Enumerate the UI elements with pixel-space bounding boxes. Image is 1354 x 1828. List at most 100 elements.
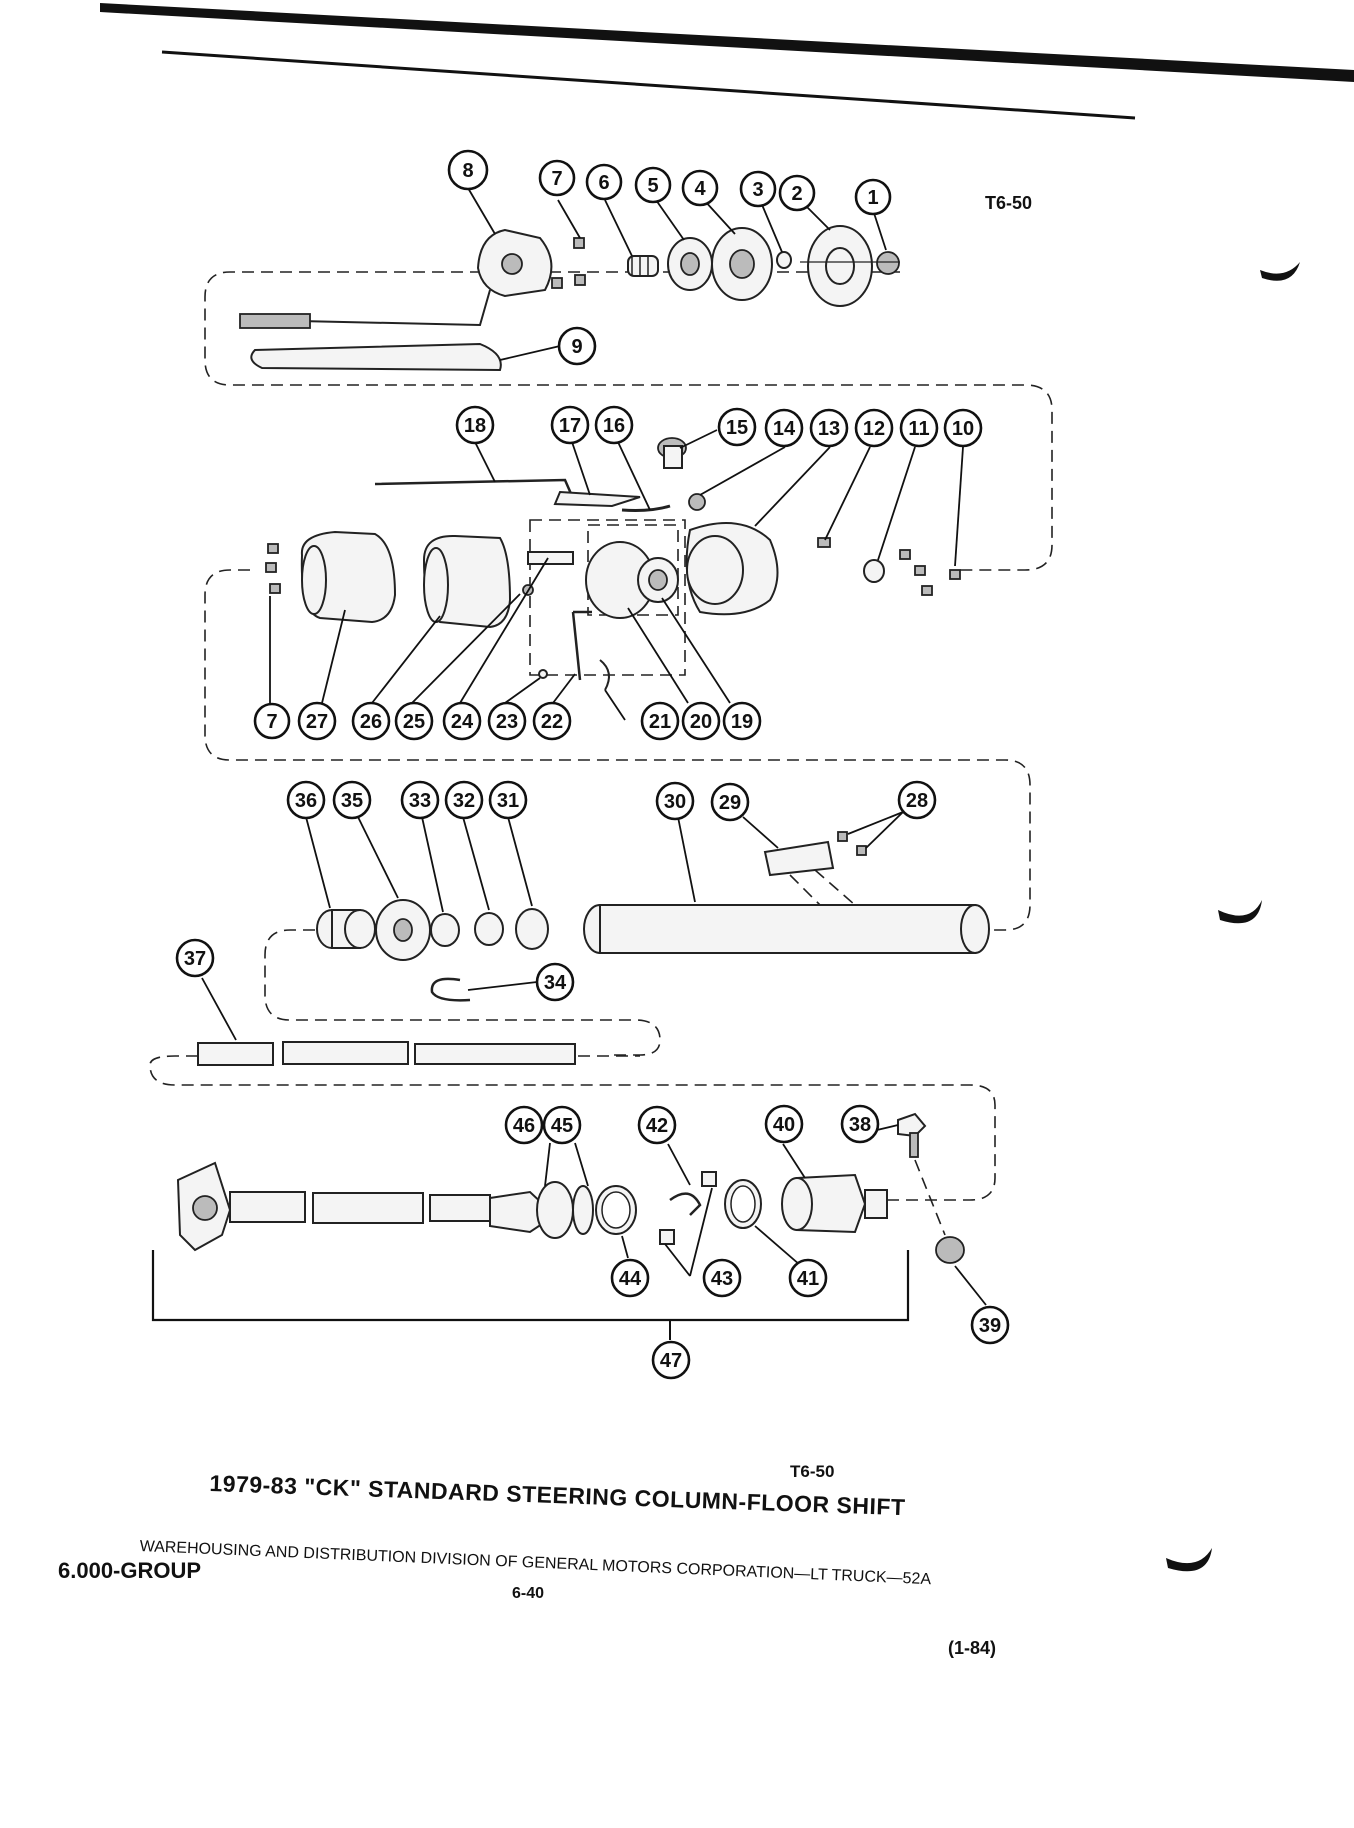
callout-34: 34 xyxy=(535,962,575,1002)
svg-text:33: 33 xyxy=(409,790,431,812)
callout-1: 1 xyxy=(854,178,892,216)
callout-12: 12 xyxy=(854,408,894,448)
callout-44: 44 xyxy=(610,1258,650,1298)
callout-40: 40 xyxy=(764,1104,804,1144)
svg-text:47: 47 xyxy=(660,1350,682,1372)
row-4-parts xyxy=(151,1112,965,1340)
footer-page-number: 6-40 xyxy=(512,1585,545,1602)
callout-26: 26 xyxy=(351,701,391,741)
callout-20: 20 xyxy=(681,701,721,741)
callout-6: 6 xyxy=(585,163,623,201)
svg-text:20: 20 xyxy=(690,711,712,733)
callout-7: 7 xyxy=(538,159,576,197)
callout-43: 43 xyxy=(702,1258,742,1298)
svg-text:17: 17 xyxy=(559,415,581,437)
svg-text:26: 26 xyxy=(360,711,382,733)
svg-text:11: 11 xyxy=(908,418,929,440)
svg-text:45: 45 xyxy=(551,1115,573,1137)
svg-text:4: 4 xyxy=(694,178,706,200)
callout-9: 9 xyxy=(557,326,597,366)
svg-text:24: 24 xyxy=(451,711,474,733)
svg-text:23: 23 xyxy=(496,711,518,733)
callout-15: 15 xyxy=(717,407,757,447)
callout-3: 3 xyxy=(739,170,777,208)
svg-text:36: 36 xyxy=(295,790,317,812)
row-1-parts xyxy=(204,225,1053,571)
callout-23: 23 xyxy=(487,701,527,741)
svg-text:15: 15 xyxy=(726,417,748,439)
svg-text:10: 10 xyxy=(952,418,974,440)
callout-31: 31 xyxy=(488,780,528,820)
callout-45: 45 xyxy=(542,1105,582,1145)
svg-text:32: 32 xyxy=(453,790,475,812)
leader-lines xyxy=(201,187,987,1306)
svg-text:41: 41 xyxy=(797,1268,819,1290)
header-rules xyxy=(100,3,1354,120)
svg-text:34: 34 xyxy=(544,972,567,994)
callout-25: 25 xyxy=(394,701,434,741)
svg-text:28: 28 xyxy=(906,790,928,812)
callout-27: 27 xyxy=(297,701,337,741)
svg-text:8: 8 xyxy=(462,160,473,182)
callout-47: 47 xyxy=(651,1340,691,1380)
svg-text:7: 7 xyxy=(266,711,277,733)
svg-text:18: 18 xyxy=(464,415,486,437)
svg-text:30: 30 xyxy=(664,791,686,813)
callout-21: 21 xyxy=(640,701,680,741)
svg-text:19: 19 xyxy=(731,711,753,733)
svg-text:43: 43 xyxy=(711,1268,733,1290)
row-3-parts xyxy=(149,831,996,1201)
callout-4: 4 xyxy=(681,169,719,207)
callout-14: 14 xyxy=(764,408,804,448)
svg-text:40: 40 xyxy=(773,1114,795,1136)
callout-2: 2 xyxy=(778,174,816,212)
callout-11: 11 xyxy=(899,408,939,448)
callout-39: 39 xyxy=(970,1305,1010,1345)
callout-16: 16 xyxy=(594,405,634,445)
callout-36: 36 xyxy=(286,780,326,820)
footer-group: 6.000-GROUP xyxy=(58,1558,202,1583)
svg-text:3: 3 xyxy=(752,179,763,201)
callout-5: 5 xyxy=(634,166,672,204)
figure-code-top: T6-50 xyxy=(985,193,1033,213)
callout-18: 18 xyxy=(455,405,495,445)
svg-text:9: 9 xyxy=(571,336,582,358)
callout-22: 22 xyxy=(532,701,572,741)
footer-date: (1-84) xyxy=(948,1638,997,1658)
svg-text:16: 16 xyxy=(603,415,625,437)
callout-42: 42 xyxy=(637,1105,677,1145)
callout-24: 24 xyxy=(442,701,482,741)
callout-29: 29 xyxy=(710,782,750,822)
svg-text:21: 21 xyxy=(649,711,671,733)
svg-text:7: 7 xyxy=(551,168,562,190)
svg-text:25: 25 xyxy=(403,711,425,733)
callout-19: 19 xyxy=(722,701,762,741)
svg-text:42: 42 xyxy=(646,1115,668,1137)
svg-text:12: 12 xyxy=(863,418,885,440)
svg-text:44: 44 xyxy=(619,1268,642,1290)
svg-text:31: 31 xyxy=(497,790,519,812)
callout-7-lower: 7 xyxy=(253,702,291,740)
svg-text:5: 5 xyxy=(647,175,658,197)
callout-8: 8 xyxy=(447,149,489,191)
callout-28: 28 xyxy=(897,780,937,820)
row-2-parts xyxy=(204,437,1031,931)
callout-37: 37 xyxy=(175,938,215,978)
callout-46: 46 xyxy=(504,1105,544,1145)
svg-text:35: 35 xyxy=(341,790,363,812)
svg-text:27: 27 xyxy=(306,711,328,733)
callout-30: 30 xyxy=(655,781,695,821)
svg-text:14: 14 xyxy=(773,418,796,440)
figure-code-bottom: T6-50 xyxy=(790,1462,835,1481)
svg-text:46: 46 xyxy=(513,1115,535,1137)
svg-text:22: 22 xyxy=(541,711,563,733)
svg-text:1: 1 xyxy=(867,187,878,209)
svg-text:6: 6 xyxy=(598,172,609,194)
svg-text:37: 37 xyxy=(184,948,206,970)
callout-17: 17 xyxy=(550,405,590,445)
callout-32: 32 xyxy=(444,780,484,820)
callout-13: 13 xyxy=(809,408,849,448)
svg-text:39: 39 xyxy=(979,1315,1001,1337)
callout-41: 41 xyxy=(788,1258,828,1298)
